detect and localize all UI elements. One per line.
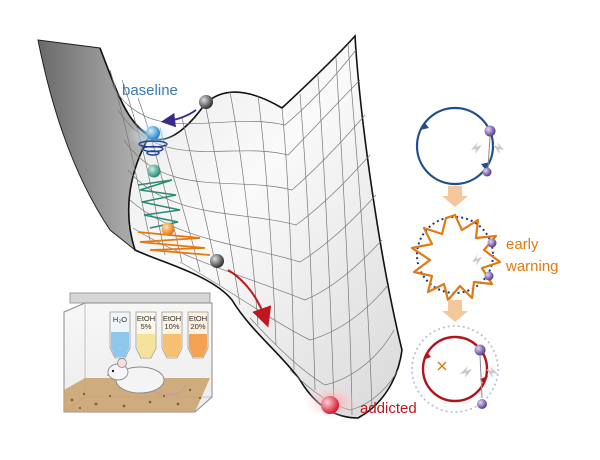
early-warning-line1: early [506,236,539,253]
cage-lid [69,292,211,304]
ball-icon-orbit-bottom [474,344,486,356]
bottle-label-etoh10-a: EtOH [163,314,181,323]
ball-icon-orbit-top-b [482,167,492,177]
early-warning-label: early warning [506,234,559,278]
ball-icon-top [199,95,213,109]
landscape-grid [109,43,399,416]
bottle-etoh-10: EtOH 10% [161,311,183,359]
perturb-arrow-icon [471,142,482,154]
ball-icon-orange [161,222,175,236]
ball-icon-baseline [146,126,160,140]
orbit-addicted [411,325,499,413]
red-transition-arrow [227,269,272,328]
perturb-arrow-icon [493,142,504,154]
cage-bedding [64,378,210,412]
ball-icon-orbit-top [484,125,496,137]
bottle-label-h2o: H₂O [113,315,127,324]
ball-icon-orbit-mid-b [484,271,494,281]
orbit-early-warning [410,213,502,302]
mouse-cage-inset: H₂O EtOH 5% EtOH 10% EtOH 20% [63,292,213,413]
bottle-label-etoh20-a: EtOH [189,314,207,323]
teal-oscillation [137,179,181,229]
bottle-label-etoh5-a: EtOH [137,314,155,323]
baseline-oscillation-rings [138,140,168,156]
ball-icon-addicted [321,396,339,414]
curved-arrow-icon [160,109,197,128]
bottle-label-etoh10-b: 10% [164,322,179,331]
orange-oscillation [137,231,211,256]
potential-landscape [37,34,403,419]
perturb-arrow-icon [486,366,498,378]
baseline-label: baseline [122,82,178,99]
bottle-h2o: H₂O [109,311,131,359]
orbit-stable [415,106,504,186]
bottle-etoh-20: EtOH 20% [187,311,209,359]
ball-icon-tipping [210,254,224,268]
ball-icon-orbit-bottom-b [477,399,487,409]
down-arrow-icon [442,186,468,207]
bedding-texture [70,388,202,410]
perturb-arrow-icon [472,254,482,266]
bottle-etoh-5: EtOH 5% [135,311,157,359]
perturb-arrow-icon [460,366,472,378]
bottle-label-etoh20-b: 20% [190,322,205,331]
addicted-label: addicted [360,400,417,417]
ball-icon-orbit-mid [487,238,497,248]
mouse-icon [107,358,186,396]
early-warning-line2: warning [506,258,559,275]
bottle-label-etoh5-b: 5% [141,322,152,331]
down-arrow-icon [442,300,468,322]
ball-icon-teal [147,164,161,178]
